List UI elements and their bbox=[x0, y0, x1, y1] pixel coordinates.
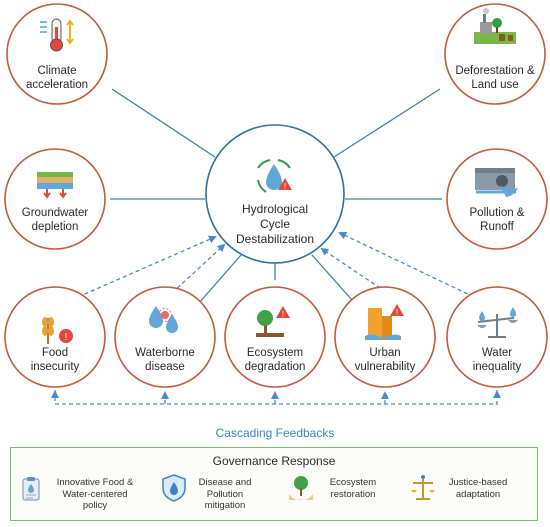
tree-warning-icon: ! bbox=[256, 306, 290, 337]
hands-tree-icon bbox=[289, 476, 313, 500]
svg-text:!: ! bbox=[284, 182, 286, 191]
governance-item-food-water-line2: Water-centered bbox=[62, 488, 128, 500]
pollution-node bbox=[446, 148, 548, 250]
climate-node bbox=[6, 3, 108, 105]
connector-urban bbox=[311, 254, 353, 301]
urban-label: Urban vulnerability bbox=[335, 346, 435, 374]
governance-item-food-water-line3: policy bbox=[82, 500, 108, 511]
food-label-line2: insecurity bbox=[30, 361, 80, 373]
factory-deforestation-icon bbox=[474, 8, 516, 44]
water-label: Water inequality bbox=[447, 346, 547, 374]
ecosystem-label: Ecosystem degradation bbox=[225, 346, 325, 374]
connector-deforestation bbox=[333, 88, 441, 158]
cascading-feedback-loop bbox=[54, 390, 498, 405]
pollution-label: Pollution & Runoff bbox=[447, 206, 547, 234]
governance-response-panel: Governance Response Innovative Food & Wa… bbox=[10, 447, 538, 521]
climate-label-line2: acceleration bbox=[25, 79, 88, 91]
connector-climate bbox=[111, 88, 216, 158]
food-node bbox=[4, 286, 106, 388]
governance-item-ecosystem: Ecosystem restoration bbox=[311, 477, 395, 500]
waterborne-label-line2: disease bbox=[145, 361, 185, 373]
water-cycle-icon: ! bbox=[257, 159, 292, 193]
water-label-line1: Water bbox=[481, 347, 513, 359]
waterborne-label: Waterborne disease bbox=[115, 346, 215, 374]
urban-label-line2: vulnerability bbox=[354, 361, 416, 373]
flooded-building-icon: ! bbox=[365, 304, 404, 340]
svg-text:!: ! bbox=[65, 332, 68, 343]
food-label-line1: Food bbox=[41, 347, 69, 359]
center-label-line2: Cycle bbox=[259, 217, 290, 231]
deforestation-node bbox=[444, 3, 546, 105]
urban-label-line1: Urban bbox=[369, 347, 401, 359]
governance-item-ecosystem-line2: restoration bbox=[330, 488, 376, 500]
deforestation-label-line1: Deforestation & bbox=[455, 65, 535, 77]
pollution-label-line2: Runoff bbox=[480, 221, 514, 233]
waterborne-node bbox=[114, 286, 216, 388]
ground-layers-icon bbox=[37, 172, 73, 199]
governance-item-justice: Justice-based adaptation bbox=[433, 477, 523, 500]
governance-item-ecosystem-line1: Ecosystem bbox=[329, 477, 377, 488]
shield-droplet-icon bbox=[162, 474, 186, 502]
climate-label-line1: Climate bbox=[37, 65, 77, 77]
cascading-feedbacks-label: Cascading Feedbacks bbox=[215, 426, 335, 440]
governance-item-food-water-line1: Innovative Food & bbox=[56, 477, 134, 488]
groundwater-node bbox=[4, 148, 106, 250]
governance-item-disease-line3: mitigation bbox=[204, 500, 246, 511]
virus-droplets-icon bbox=[149, 306, 178, 333]
groundwater-label-line1: Groundwater bbox=[21, 207, 89, 219]
dashed-feedback-arrows bbox=[51, 231, 501, 405]
feedback-food-arrow bbox=[77, 235, 217, 298]
balance-scale-icon bbox=[477, 307, 518, 338]
governance-item-justice-line2: adaptation bbox=[455, 488, 501, 500]
svg-text:!: ! bbox=[396, 308, 398, 317]
clipboard-icon bbox=[22, 477, 40, 501]
svg-text:!: ! bbox=[282, 310, 284, 319]
justice-scale-icon bbox=[411, 475, 435, 500]
deforestation-label: Deforestation & Land use bbox=[440, 64, 550, 92]
solid-connectors bbox=[110, 88, 442, 304]
connector-waterborne bbox=[198, 254, 242, 304]
groundwater-label: Groundwater depletion bbox=[5, 206, 105, 234]
center-label-line1: Hydrological bbox=[241, 202, 309, 216]
governance-item-disease-line2: Pollution bbox=[206, 488, 244, 500]
ecosystem-label-line1: Ecosystem bbox=[246, 347, 304, 359]
center-node bbox=[205, 124, 345, 264]
climate-label: Climate acceleration bbox=[7, 64, 107, 92]
thermometer-icon bbox=[40, 18, 74, 52]
wheat-warning-icon: ! bbox=[42, 317, 73, 344]
groundwater-label-line2: depletion bbox=[31, 221, 79, 233]
waterborne-label-line1: Waterborne bbox=[135, 347, 195, 359]
drain-pipe-icon bbox=[475, 168, 518, 197]
water-label-line2: inequality bbox=[472, 361, 522, 373]
feedback-water-arrow bbox=[338, 231, 475, 298]
governance-item-justice-line1: Justice-based bbox=[448, 477, 508, 488]
center-label: Hydrological Cycle Destabilization bbox=[205, 202, 345, 247]
food-label: Food insecurity bbox=[5, 346, 105, 374]
deforestation-label-line2: Land use bbox=[471, 79, 519, 91]
governance-item-food-water: Innovative Food & Water-centered policy bbox=[45, 477, 145, 512]
center-label-line3: Destabilization bbox=[235, 232, 315, 246]
pollution-label-line1: Pollution & bbox=[469, 207, 525, 219]
ecosystem-label-line2: degradation bbox=[244, 361, 306, 373]
governance-item-disease: Disease and Pollution mitigation bbox=[183, 477, 267, 512]
governance-item-disease-line1: Disease and bbox=[198, 477, 252, 488]
governance-title: Governance Response bbox=[212, 454, 336, 468]
feedback-waterborne-arrow bbox=[171, 243, 226, 294]
